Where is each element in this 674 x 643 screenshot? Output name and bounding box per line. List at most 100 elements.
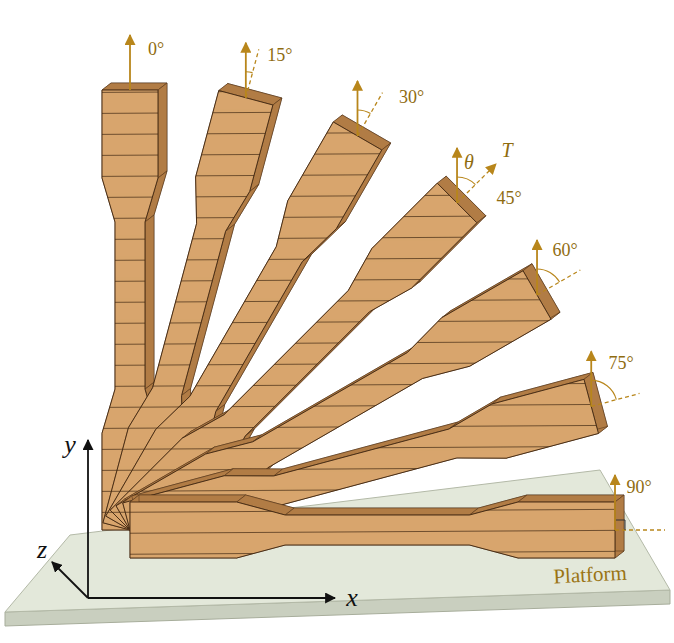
layer-line [0, 194, 674, 198]
layer-line [0, 278, 674, 282]
layer-line [0, 89, 674, 93]
layer-line [0, 26, 674, 30]
layer-line [0, 362, 674, 366]
load-arrow [456, 148, 458, 203]
layer-line [0, 446, 674, 450]
layer-line [0, 26, 674, 30]
layer-line [0, 236, 674, 240]
layer-line [0, 299, 674, 303]
layer-line [0, 173, 674, 177]
layer-line [0, 446, 674, 450]
layer-line [0, 236, 674, 240]
load-arrow [245, 43, 247, 98]
layer-line [0, 26, 674, 30]
layer-lines [0, 26, 674, 618]
load-arrow [357, 81, 359, 136]
layer-line [0, 47, 674, 51]
angle-arc [457, 177, 475, 185]
specimen-side-face [615, 495, 624, 558]
load-arrow [129, 35, 131, 90]
layer-line [0, 509, 674, 513]
layer-line [0, 68, 674, 72]
layer-line [0, 131, 674, 135]
layer-line [0, 320, 674, 324]
layer-line [0, 467, 674, 471]
layer-line [0, 47, 674, 51]
layer-line [0, 383, 674, 387]
layer-line [0, 173, 674, 177]
angle-symbol: θ [464, 152, 474, 172]
angle-label: 75° [609, 354, 634, 372]
layer-lines [0, 26, 674, 618]
layer-line [0, 110, 674, 114]
layer-line [0, 110, 674, 114]
layer-line [0, 320, 674, 324]
layer-line [0, 593, 674, 597]
layer-line [0, 446, 674, 450]
layer-line [0, 215, 674, 219]
layer-line [0, 26, 674, 30]
layer-line [0, 236, 674, 240]
layer-line [0, 320, 674, 324]
layer-line [0, 593, 674, 597]
angle-arc [591, 380, 616, 399]
axis-label: y [64, 432, 76, 458]
layer-line [0, 131, 674, 135]
layer-line [0, 278, 674, 282]
layer-line [0, 47, 674, 51]
printed-specimen [0, 26, 674, 618]
layer-line [0, 404, 674, 408]
load-arrow [614, 475, 616, 530]
layer-line [0, 467, 674, 471]
layer-line [0, 362, 674, 366]
layer-line [0, 446, 674, 450]
layer-lines [0, 26, 674, 618]
layer-line [0, 173, 674, 177]
specimen-side-face [145, 215, 154, 389]
layer-line [0, 89, 674, 93]
layer-line [0, 110, 674, 114]
layer-line [0, 89, 674, 93]
layer-line [0, 194, 674, 198]
layer-line [0, 425, 674, 429]
layer-line [0, 614, 674, 618]
layer-line [0, 131, 674, 135]
layer-line [0, 278, 674, 282]
coordinate-axis [87, 440, 89, 598]
layer-lines [0, 26, 674, 618]
layer-line [0, 215, 674, 219]
layer-line [0, 278, 674, 282]
layer-line [0, 593, 674, 597]
layer-line [0, 593, 674, 597]
specimen-side-face [102, 83, 167, 90]
angle-arc [358, 110, 371, 113]
layer-line [0, 26, 674, 30]
layer-line [0, 614, 674, 618]
layer-line [0, 341, 674, 345]
layer-line [0, 47, 674, 51]
printed-specimen [0, 26, 674, 618]
printed-specimen [0, 26, 674, 618]
layer-line [0, 152, 674, 156]
layer-line [0, 110, 674, 114]
layer-line [0, 215, 674, 219]
layer-line [0, 236, 674, 240]
axis-label: x [346, 585, 358, 611]
layer-line [0, 89, 674, 93]
angle-label: 90° [626, 478, 651, 496]
specimen-side-face [224, 469, 282, 476]
layer-line [0, 425, 674, 429]
layer-line [0, 68, 674, 72]
load-arrow [590, 351, 592, 406]
specimen-side-face [518, 495, 624, 502]
layer-line [0, 362, 674, 366]
layer-line [0, 614, 674, 618]
layer-line [0, 299, 674, 303]
layer-line [0, 299, 674, 303]
layer-line [0, 299, 674, 303]
layer-line [0, 362, 674, 366]
layer-line [0, 68, 674, 72]
layer-line [0, 152, 674, 156]
layer-line [0, 614, 674, 618]
